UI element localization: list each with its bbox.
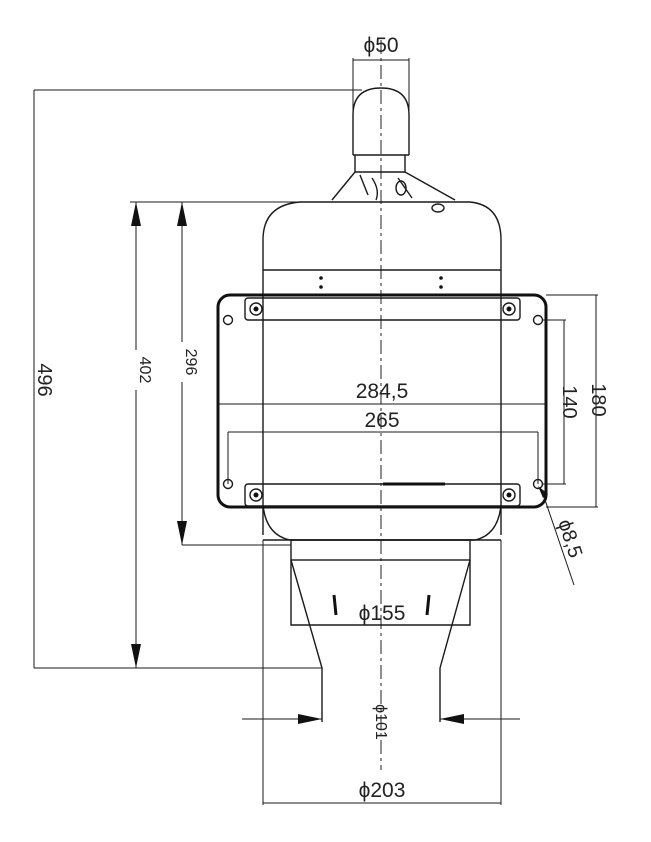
label-top-diameter: ϕ50 bbox=[363, 34, 398, 57]
dimension-outlet-diameter: ϕ101 bbox=[242, 704, 520, 740]
top-cap bbox=[331, 87, 456, 213]
label-hole-spacing-width: 265 bbox=[364, 409, 399, 432]
dimension-flange-width: 284,5 bbox=[356, 380, 409, 403]
label-nozzle-diameter: ϕ155 bbox=[359, 602, 406, 625]
dimension-flange-height: 180 bbox=[546, 294, 609, 508]
dimension-nozzle-diameter: ϕ155 bbox=[359, 602, 406, 625]
dimension-hole-diameter: ϕ8,5 bbox=[538, 486, 586, 586]
dimension-body-height: 402 bbox=[126, 201, 300, 668]
label-upper-height: 296 bbox=[182, 349, 199, 376]
label-body-diameter: ϕ203 bbox=[359, 779, 406, 802]
dimension-upper-height: 296 bbox=[172, 202, 291, 546]
label-body-height: 402 bbox=[136, 357, 153, 384]
label-flange-height: 180 bbox=[587, 383, 609, 416]
main-body bbox=[262, 201, 502, 541]
dimension-top-diameter: ϕ50 bbox=[352, 34, 410, 115]
label-flange-width: 284,5 bbox=[356, 380, 409, 403]
mounting-flange bbox=[216, 293, 548, 509]
label-hole-diameter: ϕ8,5 bbox=[553, 517, 586, 561]
lower-nozzle bbox=[290, 539, 471, 722]
label-outlet-diameter: ϕ101 bbox=[372, 704, 389, 740]
dimension-hole-spacing-height: 140 bbox=[543, 319, 580, 485]
dimension-total-height: 496 bbox=[33, 89, 362, 669]
label-hole-spacing-height: 140 bbox=[558, 385, 580, 418]
dimension-hole-spacing-width: 265 bbox=[227, 409, 539, 484]
label-total-height: 496 bbox=[33, 363, 55, 396]
dimension-body-diameter: ϕ203 bbox=[262, 540, 502, 805]
